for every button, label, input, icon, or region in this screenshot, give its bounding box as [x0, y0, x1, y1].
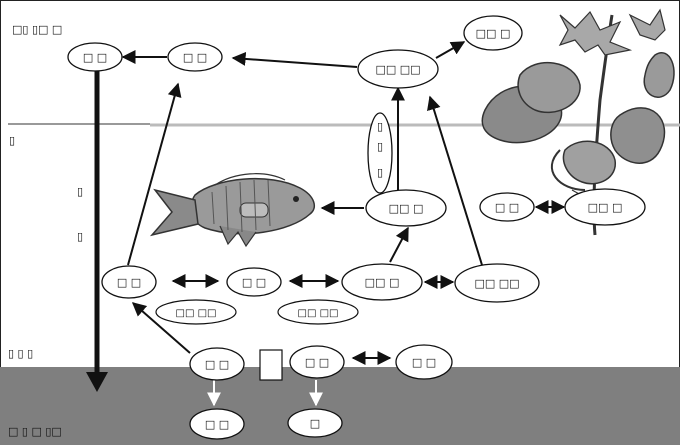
node-top-far-label: □□ □ — [476, 27, 511, 40]
aquatic-plant-illustration — [481, 8, 675, 236]
node-plant[interactable]: □□ □ — [564, 188, 646, 226]
node-group: □ □ □ □ □□ □□ □□ □ ▯▯▯ □□ □ □ □ — [67, 15, 646, 440]
sinking-arrow-head — [86, 372, 108, 392]
vertical-oval-label: ▯▯▯ — [377, 120, 383, 179]
tag-left-label: □□ □□ — [176, 308, 217, 319]
node-bottom-left-label: □ □ — [205, 358, 229, 371]
node-out-right[interactable]: □ — [287, 408, 343, 438]
tag-right: □□ □□ — [277, 299, 359, 325]
sediment-zone-label: ▯ ▯ ▯ — [8, 347, 33, 360]
node-row-left[interactable]: □ □ — [101, 265, 157, 299]
water-zone-label: ▯ — [9, 134, 15, 147]
fish-illustration — [149, 173, 316, 248]
node-vertical-oval[interactable]: ▯▯▯ — [367, 112, 393, 194]
sediment-band — [0, 367, 680, 445]
air-zone-label: □▯ ▯□ □ — [12, 23, 62, 36]
node-bottom-mid-label: □ □ — [305, 356, 329, 369]
tag-left: □□ □□ — [155, 299, 237, 325]
node-bottom-right[interactable]: □ □ — [395, 344, 453, 380]
node-row-2[interactable]: □ □ — [226, 267, 282, 297]
node-bottom-mid[interactable]: □ □ — [289, 345, 345, 379]
tag-right-label: □□ □□ — [298, 308, 339, 319]
node-top-mid-label: □ □ — [183, 51, 207, 64]
node-bottom-right-label: □ □ — [412, 356, 436, 369]
node-row-2-label: □ □ — [242, 276, 266, 289]
sediment-white-arrows — [207, 380, 323, 407]
node-mid-center-label: □□ □ — [389, 202, 424, 215]
node-plant-label: □□ □ — [588, 201, 623, 214]
node-mid-center[interactable]: □□ □ — [365, 189, 447, 227]
node-top-far[interactable]: □□ □ — [463, 15, 523, 51]
vertical-side-label: ▯▯ — [77, 185, 83, 243]
node-top-right[interactable]: □□ □□ — [357, 49, 439, 89]
flow-arrows — [121, 41, 566, 365]
node-top-right-label: □□ □□ — [375, 63, 420, 76]
bottom-box — [259, 349, 283, 381]
node-row-right-label: □□ □□ — [474, 277, 519, 290]
node-out-left[interactable]: □ □ — [189, 408, 245, 440]
node-bottom-left[interactable]: □ □ — [189, 347, 245, 381]
node-top-left[interactable]: □ □ — [67, 42, 123, 72]
node-row-right[interactable]: □□ □□ — [454, 263, 540, 303]
node-row-3[interactable]: □□ □ — [341, 263, 423, 301]
bottom-zone-label: □ ▯ □ ▯□ — [8, 425, 62, 438]
node-plant-left[interactable]: □ □ — [479, 192, 535, 222]
node-top-mid[interactable]: □ □ — [167, 42, 223, 72]
node-plant-left-label: □ □ — [495, 201, 519, 214]
node-top-left-label: □ □ — [83, 51, 107, 64]
node-out-left-label: □ □ — [205, 418, 229, 431]
node-out-right-label: □ — [310, 417, 320, 430]
node-row-3-label: □□ □ — [365, 276, 400, 289]
node-row-left-label: □ □ — [117, 276, 141, 289]
